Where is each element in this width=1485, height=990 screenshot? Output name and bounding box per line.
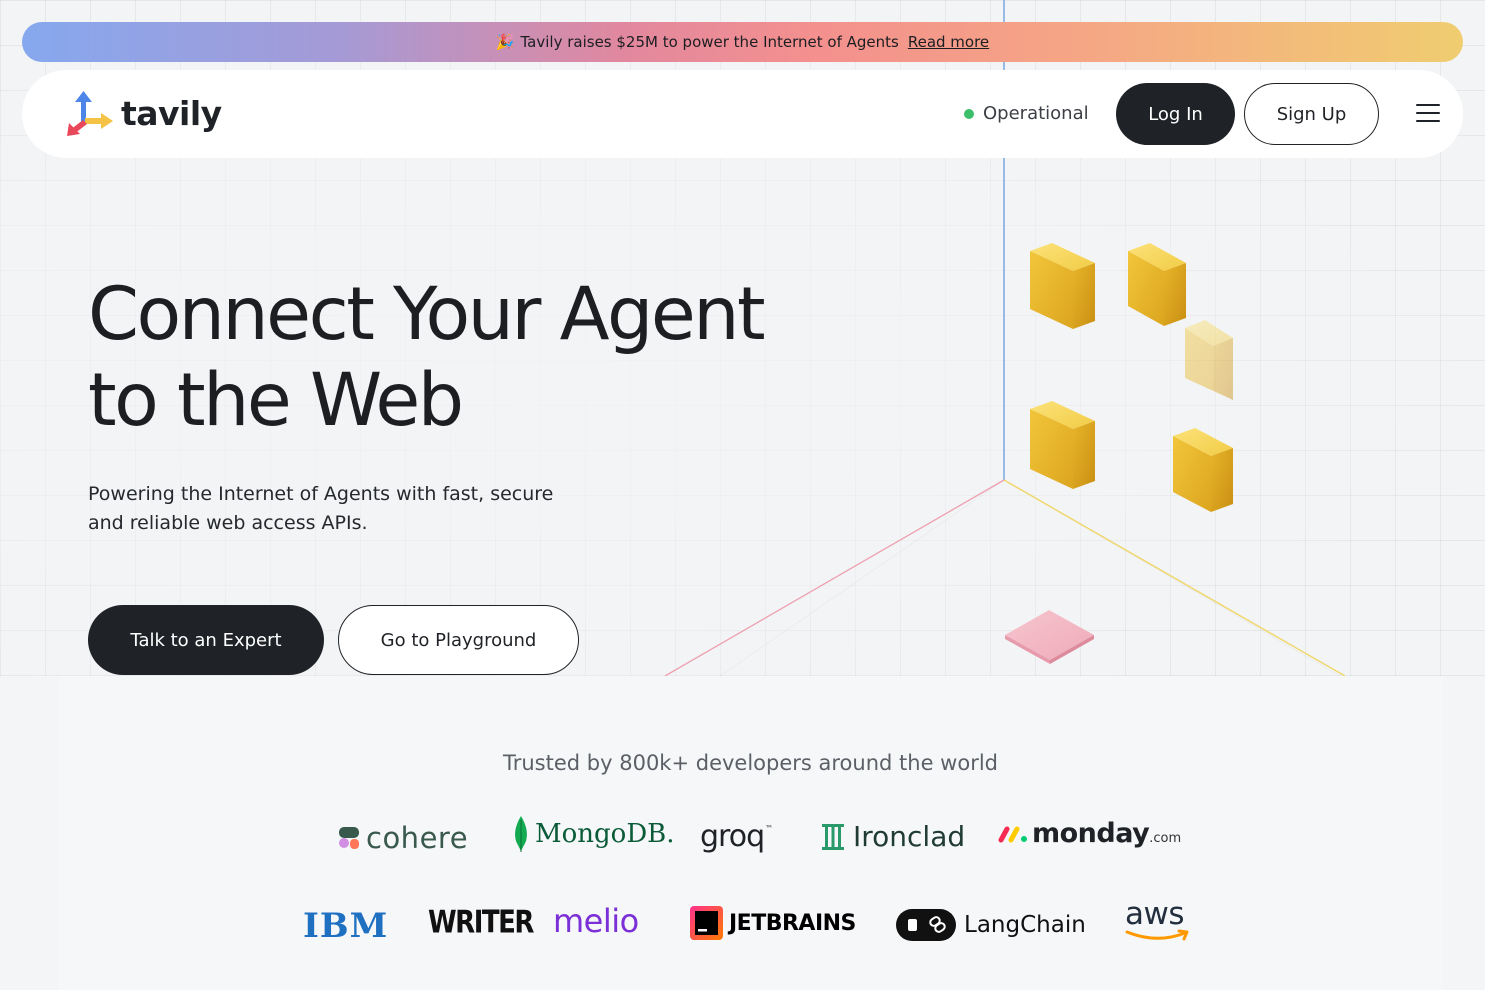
aws-logo: aws (1125, 896, 1193, 944)
langchain-parrot-icon (896, 909, 956, 941)
monday-domain: .com (1149, 831, 1182, 846)
aws-smile-arrow-icon (1125, 929, 1189, 941)
party-popper-icon: 🎉 (495, 33, 515, 51)
groq-wordmark: groq (700, 819, 765, 854)
trademark-mark: ™ (765, 824, 774, 833)
login-button[interactable]: Log In (1116, 83, 1235, 145)
hero-title-line2: to the Web (88, 358, 464, 443)
monday-wordmark: monday (1032, 818, 1150, 849)
langchain-logo: LangChain (896, 909, 1086, 941)
system-status[interactable]: Operational (964, 103, 1089, 124)
tavily-logo[interactable]: tavily (65, 90, 222, 138)
top-navigation: tavily Operational Log In Sign Up (22, 70, 1463, 158)
status-dot-icon (964, 108, 974, 119)
hero-title-line1: Connect Your Agent (88, 272, 766, 357)
cube (1030, 243, 1095, 329)
hero-illustration (664, 0, 1346, 676)
announcement-bar: 🎉 Tavily raises $25M to power the Intern… (22, 22, 1463, 62)
signup-button[interactable]: Sign Up (1244, 83, 1379, 145)
aws-wordmark: aws (1125, 896, 1185, 932)
status-label: Operational (983, 103, 1089, 124)
cohere-logo: cohere (337, 821, 468, 855)
mongodb-leaf-icon (515, 816, 527, 852)
brand-name: tavily (121, 93, 222, 133)
ironclad-wordmark: Ironclad (853, 820, 966, 853)
cube (1030, 401, 1095, 489)
cube (1173, 428, 1233, 512)
jetbrains-mark-icon (690, 906, 723, 940)
ibm-logo: IBM (303, 906, 388, 946)
melio-wordmark: melio (553, 902, 639, 940)
cohere-wordmark: cohere (366, 821, 469, 855)
trusted-by-section: Trusted by 800k+ developers around the w… (58, 676, 1443, 990)
hero-subtitle-line1: Powering the Internet of Agents with fas… (88, 483, 554, 505)
cube (1128, 243, 1186, 326)
ibm-wordmark: IBM (303, 906, 389, 946)
cube-faded (1185, 320, 1233, 400)
writer-wordmark: WRITER (428, 905, 534, 941)
groq-logo: groq ™ (700, 819, 773, 854)
floor-tile (1005, 610, 1094, 664)
hamburger-menu-icon[interactable] (1416, 104, 1440, 124)
go-to-playground-button[interactable]: Go to Playground (338, 605, 579, 675)
hero-subtitle: Powering the Internet of Agents with fas… (88, 480, 558, 538)
tavily-logo-icon (67, 91, 113, 136)
ironclad-mark-icon (822, 823, 844, 850)
read-more-link[interactable]: Read more (907, 33, 990, 51)
monday-mark-icon (998, 826, 1027, 842)
ironclad-logo: Ironclad (821, 820, 965, 853)
mongodb-wordmark: MongoDB. (535, 819, 675, 849)
trusted-title: Trusted by 800k+ developers around the w… (503, 751, 998, 775)
cohere-mark-icon (339, 827, 359, 849)
announcement-text: Tavily raises $25M to power the Internet… (520, 33, 899, 51)
hero-title: Connect Your Agent to the Web (88, 272, 808, 444)
jetbrains-logo: JETBRAINS (690, 906, 856, 940)
mongodb-logo: MongoDB. (513, 816, 675, 852)
hero-subtitle-line2: and reliable web access APIs. (88, 512, 368, 534)
axis-right (1003, 479, 1346, 676)
langchain-wordmark: LangChain (964, 912, 1086, 938)
monday-logo: monday .com (998, 818, 1181, 849)
melio-logo: melio (553, 902, 639, 940)
jetbrains-wordmark: JETBRAINS (729, 910, 856, 936)
axis-left (664, 479, 1005, 676)
talk-to-expert-button[interactable]: Talk to an Expert (88, 605, 324, 675)
writer-logo: WRITER (428, 905, 534, 941)
